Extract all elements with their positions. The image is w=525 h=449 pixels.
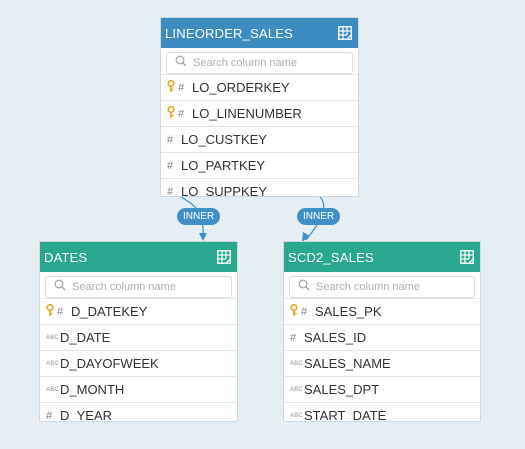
column-name: LO_LINENUMBER (192, 106, 302, 121)
table-lineorder-sales[interactable]: LINEORDER_SALES # LO_ORDERKEY # LO_LINENUMB… (160, 17, 359, 197)
join-badge-dates[interactable]: INNER (177, 208, 221, 225)
primary-key-icon (46, 303, 56, 320)
column-name: START_DATE (304, 408, 387, 421)
numeric-type-icon: # (167, 133, 174, 146)
search-input[interactable] (310, 280, 474, 294)
search-input[interactable] (66, 280, 231, 294)
column-row[interactable]: # LO_CUSTKEY (161, 126, 358, 152)
column-name: SALES_PK (315, 304, 382, 319)
join-badge-scd2[interactable]: INNER (297, 208, 341, 225)
column-row[interactable]: # LO_LINENUMBER (161, 100, 358, 126)
column-list[interactable]: # LO_ORDERKEY # LO_LINENUMBER # LO_CUSTKEY # LO… (161, 74, 358, 196)
table-title: DATES (44, 249, 88, 265)
numeric-type-icon: # (178, 81, 185, 94)
numeric-type-icon: # (178, 107, 185, 120)
search-icon (175, 54, 187, 72)
column-row[interactable]: # D_DATEKEY (40, 298, 237, 324)
column-name: LO_PARTKEY (181, 158, 266, 173)
join-arrow-dates (199, 233, 207, 241)
numeric-type-icon: # (167, 159, 174, 172)
table-header[interactable]: LINEORDER_SALES (161, 18, 358, 48)
column-name: LO_CUSTKEY (181, 132, 267, 147)
numeric-type-icon: # (57, 305, 64, 318)
table-scd2-sales[interactable]: SCD2_SALES #SALES_PK#SALES_IDABCSALES_NA… (283, 241, 481, 422)
column-name: D_DATEKEY (71, 304, 148, 319)
primary-key-icon (167, 105, 177, 122)
column-search[interactable] (166, 52, 353, 74)
column-name: SALES_DPT (304, 382, 380, 397)
join-arrow-scd2 (302, 232, 310, 242)
text-type-icon: ABC (290, 360, 303, 367)
table-header[interactable]: SCD2_SALES (284, 242, 480, 272)
column-row[interactable]: # SALES_ID (284, 324, 480, 350)
column-row[interactable]: # D_YEAR (40, 402, 237, 421)
column-name: SALES_ID (304, 330, 367, 345)
search-icon (298, 278, 310, 296)
column-name: D_MONTH (60, 382, 125, 397)
primary-key-icon (167, 79, 177, 96)
numeric-type-icon: # (290, 331, 297, 344)
column-search[interactable] (289, 276, 475, 298)
column-name: D_YEAR (60, 408, 113, 421)
text-type-icon: ABC (46, 334, 59, 341)
search-icon (54, 278, 66, 296)
column-row[interactable]: # LO_ORDERKEY (161, 74, 358, 100)
text-type-icon: ABC (290, 386, 303, 393)
column-search[interactable] (45, 276, 232, 298)
table-title: SCD2_SALES (288, 249, 374, 265)
numeric-type-icon: # (167, 185, 174, 197)
column-name: LO_SUPPKEY (181, 184, 267, 196)
column-name: D_DATE (60, 330, 111, 345)
text-type-icon: ABC (46, 360, 59, 367)
text-type-icon: ABC (46, 386, 59, 393)
numeric-type-icon: # (46, 409, 53, 422)
table-grid-icon[interactable] (338, 26, 352, 40)
search-input[interactable] (187, 56, 352, 70)
numeric-type-icon: # (301, 305, 308, 318)
column-name: SALES_NAME (304, 356, 391, 371)
column-row[interactable]: # LO_PARTKEY (161, 152, 358, 178)
table-dates[interactable]: DATES #D_DATEKEYABCD_DATEABCD_DAYOFWEEKA… (39, 241, 238, 422)
column-name: D_DAYOFWEEK (60, 356, 159, 371)
table-title: LINEORDER_SALES (165, 25, 293, 41)
table-grid-icon[interactable] (217, 250, 231, 264)
column-name: LO_ORDERKEY (192, 80, 290, 95)
table-header[interactable]: DATES (40, 242, 237, 272)
table-grid-icon[interactable] (460, 250, 474, 264)
text-type-icon: ABC (290, 412, 303, 419)
primary-key-icon (290, 303, 300, 320)
column-row[interactable]: # SALES_PK (284, 298, 480, 324)
column-row[interactable]: # LO_SUPPKEY (161, 178, 358, 196)
